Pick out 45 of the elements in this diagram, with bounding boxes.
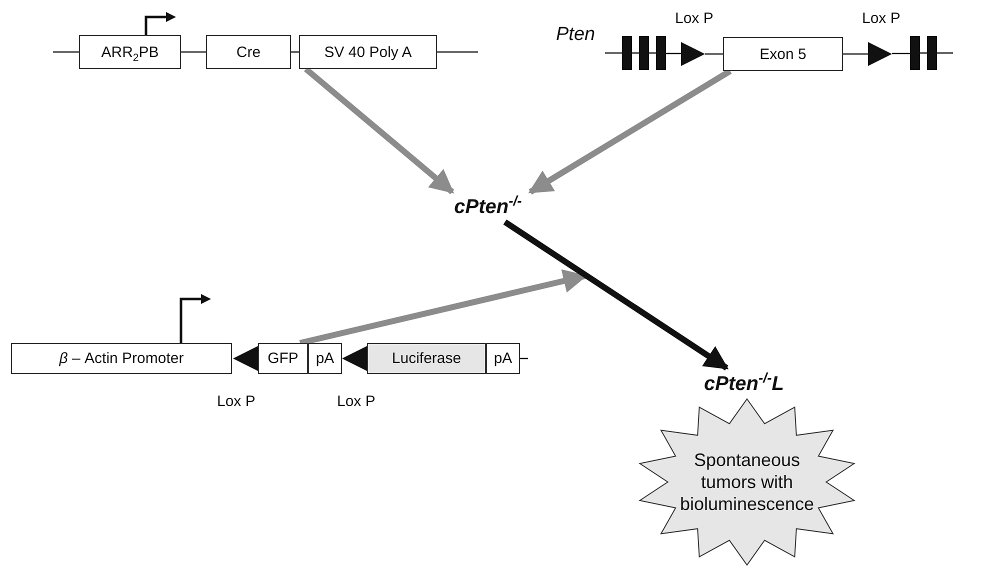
dna-line xyxy=(937,52,953,54)
loxp-triangle xyxy=(342,346,367,371)
dna-line xyxy=(666,52,681,54)
exon-bar xyxy=(927,36,937,70)
dna-line xyxy=(605,52,622,54)
genotype-label: cPten$^{-/-}$L xyxy=(693,368,795,400)
exon-bar xyxy=(656,36,666,70)
arrow xyxy=(299,269,588,346)
exon-bar xyxy=(639,36,649,70)
loxp-triangle xyxy=(868,42,892,66)
dna-line xyxy=(892,52,910,54)
exon-bar xyxy=(622,36,632,70)
arrow xyxy=(528,68,732,195)
gene-box: β – Actin Promoter xyxy=(11,343,232,374)
exon-bar xyxy=(910,36,920,70)
gene-box: Exon 5 xyxy=(723,37,843,71)
dna-line xyxy=(181,51,206,53)
gene-box: pA xyxy=(486,343,520,374)
dna-line xyxy=(632,52,639,54)
dna-line xyxy=(920,52,927,54)
genotype-label: cPten$^{-/-}$ xyxy=(441,192,535,222)
loxp-triangle xyxy=(681,42,705,66)
callout-text: Spontaneous tumors with bioluminescence xyxy=(678,449,816,515)
arrow xyxy=(304,66,454,194)
dna-line xyxy=(843,53,868,55)
gene-box: GFP xyxy=(258,343,308,374)
gene-box: pA xyxy=(308,343,342,374)
loxp-label: Lox P xyxy=(217,393,256,410)
loxp-label: Lox P xyxy=(337,393,376,410)
gene-box: ARR$_{2}$PB xyxy=(79,35,181,69)
dna-line xyxy=(291,51,299,53)
dna-line xyxy=(437,51,478,53)
dna-line xyxy=(520,358,528,360)
gene-box: SV 40 Poly A xyxy=(299,35,437,69)
starburst-callout xyxy=(636,398,858,566)
gene-box: Cre xyxy=(206,35,291,69)
gene-box: Luciferase xyxy=(367,343,486,374)
gene-name-label: Pten xyxy=(556,24,596,46)
loxp-label: Lox P xyxy=(862,10,900,27)
dna-line xyxy=(649,52,656,54)
loxp-label: Lox P xyxy=(675,10,714,27)
dna-line xyxy=(53,51,79,53)
arrow xyxy=(503,220,729,370)
dna-line xyxy=(705,53,723,55)
loxp-triangle xyxy=(233,346,258,371)
